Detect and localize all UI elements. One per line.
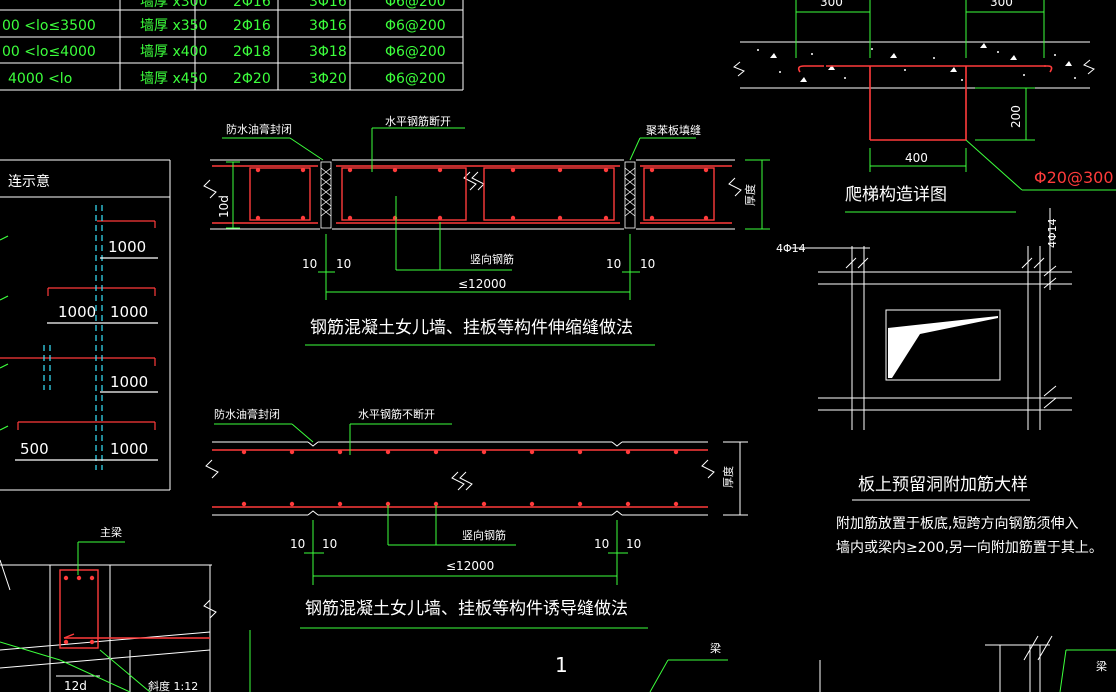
exp-label-seal: 防水油膏封闭 <box>226 122 292 136</box>
opening-note-1: 附加筋放置于板底,短跨方向钢筋须伸入 <box>836 515 1078 532</box>
beam-section <box>0 559 217 692</box>
table-r1-c1: 00 <lo≤3500 <box>2 18 96 34</box>
ladder-dim-400: 400 <box>905 151 928 165</box>
ctl-label-seal: 防水油膏封闭 <box>214 407 280 421</box>
ctl-label-horizontal-bar: 水平钢筋不断开 <box>358 407 435 421</box>
lap-dim-1: 1000 <box>108 238 146 256</box>
table-r3-c1: 4000 <lo <box>8 71 72 87</box>
table-r0-c5: Φ6@200 <box>385 0 446 10</box>
ctl-dim-10b: 10 <box>322 537 337 551</box>
ladder-dims <box>795 0 1116 213</box>
exp-dim-10c: 10 <box>606 257 621 271</box>
expansion-joint-leaders <box>222 127 770 346</box>
rebar-table-text: 墙厚 x300 2Φ16 3Φ16 Φ6@200 00 <lo≤3500 墙厚 … <box>2 0 446 87</box>
table-r0-c3: 2Φ16 <box>233 0 271 10</box>
exp-caption: 钢筋混凝土女儿墙、挂板等构件伸缩缝做法 <box>310 318 633 338</box>
opening-hole-hatch <box>888 316 998 378</box>
ctl-dim-thickness: 厚度 <box>721 466 735 488</box>
rebar-table <box>0 0 464 91</box>
beam-leaders <box>0 541 251 692</box>
ctl-dim-10d: 10 <box>626 537 641 551</box>
ladder-bar-spec: Φ20@300 <box>1034 168 1114 187</box>
exp-dim-thickness: 厚度 <box>743 184 757 206</box>
lap-dim-4: 1000 <box>110 373 148 391</box>
beam-rebar-dots <box>63 575 95 645</box>
opening-leaders <box>790 208 1057 501</box>
table-r0-c2: 墙厚 x300 <box>140 0 207 10</box>
ladder-rung <box>797 65 1053 141</box>
misc-index-1: 1 <box>555 653 568 677</box>
table-r2-c3: 2Φ18 <box>233 44 271 60</box>
control-joint-leaders <box>214 423 648 629</box>
control-joint-dots <box>241 449 679 507</box>
expansion-joint-filler <box>320 161 636 229</box>
lap-dim-2: 1000 <box>58 303 96 321</box>
table-r3-c2: 墙厚 x450 <box>140 71 207 87</box>
table-r1-c4: 3Φ16 <box>309 18 347 34</box>
table-r3-c4: 3Φ20 <box>309 71 347 87</box>
exp-label-filler: 聚苯板填缝 <box>646 123 701 137</box>
table-r0-c4: 3Φ16 <box>309 0 347 10</box>
expansion-joint-dots <box>255 167 709 221</box>
table-r2-c4: 3Φ18 <box>309 44 347 60</box>
table-r2-c1: 00 <lo≤4000 <box>2 44 96 60</box>
table-r1-c2: 墙厚 x350 <box>140 18 207 34</box>
ladder-concrete-hatch <box>757 43 1076 82</box>
opening-bars-vertical: 4Φ14 <box>1046 218 1059 248</box>
table-r3-c3: 2Φ20 <box>233 71 271 87</box>
beam-rebar <box>59 569 210 649</box>
expansion-joint-wall <box>203 159 742 230</box>
expansion-joint-rebar <box>212 165 732 224</box>
lap-dim-3: 1000 <box>110 303 148 321</box>
ladder-caption: 爬梯构造详图 <box>845 185 947 205</box>
table-r1-c3: 2Φ16 <box>233 18 271 34</box>
lap-lines <box>0 205 158 470</box>
opening-note-2: 墙内或梁内≥200,另一向附加筋置于其上。 <box>836 539 1103 556</box>
table-r2-c5: Φ6@200 <box>385 44 446 60</box>
control-joint-rebar <box>212 449 708 508</box>
control-joint-wall <box>205 441 748 516</box>
exp-dim-10d: 10 <box>640 257 655 271</box>
lap-dim-5: 500 <box>20 440 49 458</box>
exp-dim-span: ≤12000 <box>458 277 506 291</box>
lap-dim-6: 1000 <box>110 440 148 458</box>
opening-caption: 板上预留洞附加筋大样 <box>858 475 1028 495</box>
ladder-dim-300a: 300 <box>820 0 843 9</box>
exp-label-vertical-bar: 竖向钢筋 <box>470 252 514 266</box>
exp-dim-10a: 10 <box>302 257 317 271</box>
beam-label-main: 主梁 <box>100 525 122 539</box>
exp-label-horizontal-bar: 水平钢筋断开 <box>385 114 451 128</box>
beam-dim-12d: 12d <box>64 679 87 692</box>
table-r1-c5: Φ6@200 <box>385 18 446 34</box>
table-r3-c5: Φ6@200 <box>385 71 446 87</box>
exp-dim-10b: 10 <box>336 257 351 271</box>
misc-lines <box>649 649 1116 692</box>
misc-beam-label-2: 梁 <box>1096 659 1107 673</box>
beam-slope: 斜度 1:12 <box>148 679 198 692</box>
ladder-dim-300b: 300 <box>990 0 1013 9</box>
left-panel-title: 连示意 <box>8 173 50 190</box>
opening-bars-horizontal: 4Φ14 <box>776 242 806 255</box>
ctl-caption: 钢筋混凝土女儿墙、挂板等构件诱导缝做法 <box>305 599 628 619</box>
ctl-dim-10c: 10 <box>594 537 609 551</box>
misc-structure <box>819 635 1053 692</box>
ladder-dim-200: 200 <box>1009 105 1023 128</box>
ladder-slab <box>733 41 1095 89</box>
exp-dim-10d: 10d <box>217 195 231 218</box>
ctl-dim-span: ≤12000 <box>446 559 494 573</box>
left-panel-frame <box>0 159 171 491</box>
ctl-dim-10a: 10 <box>290 537 305 551</box>
misc-beam-label-1: 梁 <box>710 641 721 655</box>
ctl-label-vertical-bar: 竖向钢筋 <box>462 528 506 542</box>
opening-bars <box>818 246 1072 430</box>
table-r2-c2: 墙厚 x400 <box>140 44 207 60</box>
